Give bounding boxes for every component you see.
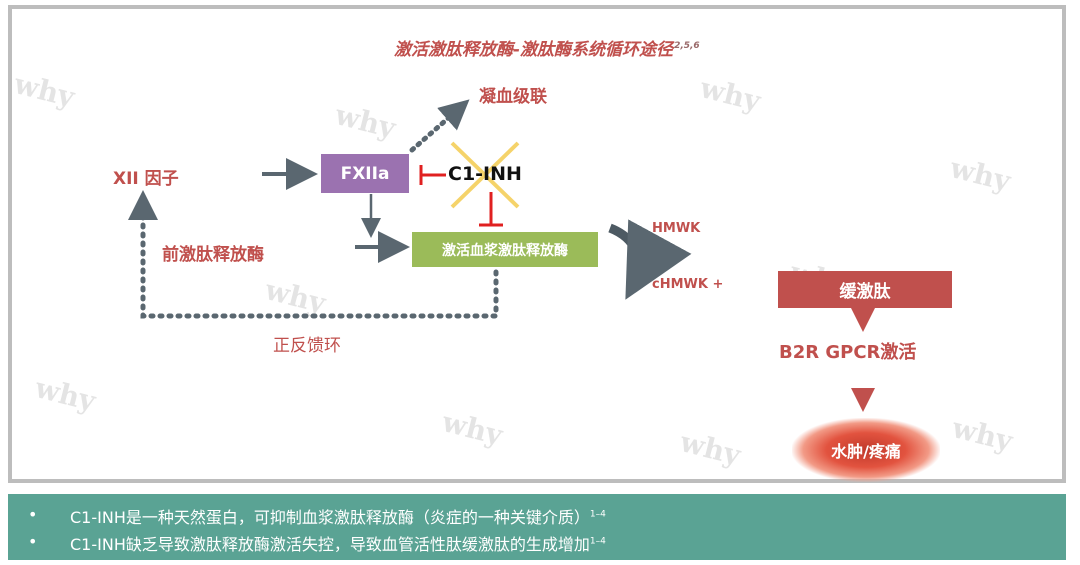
node-fxiia: FXIIa <box>321 154 409 193</box>
node-factor12: XII 因子 <box>113 169 179 189</box>
bullet-1-ref: 1–4 <box>589 509 606 520</box>
bullet-1-text: C1-INH是一种天然蛋白，可抑制血浆激肽释放酶（炎症的一种关键介质） <box>70 508 590 527</box>
feedback-label: 正反馈环 <box>273 336 341 356</box>
bullet-2-ref: 1–4 <box>589 536 606 547</box>
edema-label: 水肿/疼痛 <box>831 442 901 461</box>
cross-mark <box>450 141 520 209</box>
node-chmwk: cHMWK + <box>652 277 724 292</box>
bullet-text-1: C1-INH是一种天然蛋白，可抑制血浆激肽释放酶（炎症的一种关键介质）1–4 <box>70 504 606 528</box>
node-bradykinin: 缓激肽 <box>778 271 952 308</box>
node-b2r: B2R GPCR激活 <box>779 342 917 363</box>
title-text: 激活激肽释放酶-激肽酶系统循环途径 <box>394 40 674 60</box>
bullet-mark: • <box>28 532 38 551</box>
bullet-2-text: C1-INH缺乏导致激肽释放酶激活失控，导致血管活性肽缓激肽的生成增加 <box>70 535 590 554</box>
node-prekallikrein: 前激肽释放酶 <box>162 245 264 265</box>
footer-notes: • C1-INH是一种天然蛋白，可抑制血浆激肽释放酶（炎症的一种关键介质）1–4… <box>8 494 1066 560</box>
bullet-text-2: C1-INH缺乏导致激肽释放酶激活失控，导致血管活性肽缓激肽的生成增加1–4 <box>70 531 606 555</box>
arrow-fxiia-to-coag <box>409 99 470 153</box>
node-c1inh: C1-INH <box>448 163 522 185</box>
bullet-mark: • <box>28 505 38 524</box>
curved-arrow-hmwk <box>608 219 692 300</box>
title-ref: 2,5,6 <box>674 41 700 52</box>
node-plasma-kallikrein: 激活血浆激肽释放酶 <box>412 232 598 267</box>
node-coag: 凝血级联 <box>479 87 547 107</box>
diagram-title: 激活激肽释放酶-激肽酶系统循环途径2,5,6 <box>394 35 700 60</box>
node-hmwk: HMWK <box>652 221 701 236</box>
node-edema: 水肿/疼痛 <box>792 418 940 482</box>
feedback-loop <box>128 190 499 319</box>
